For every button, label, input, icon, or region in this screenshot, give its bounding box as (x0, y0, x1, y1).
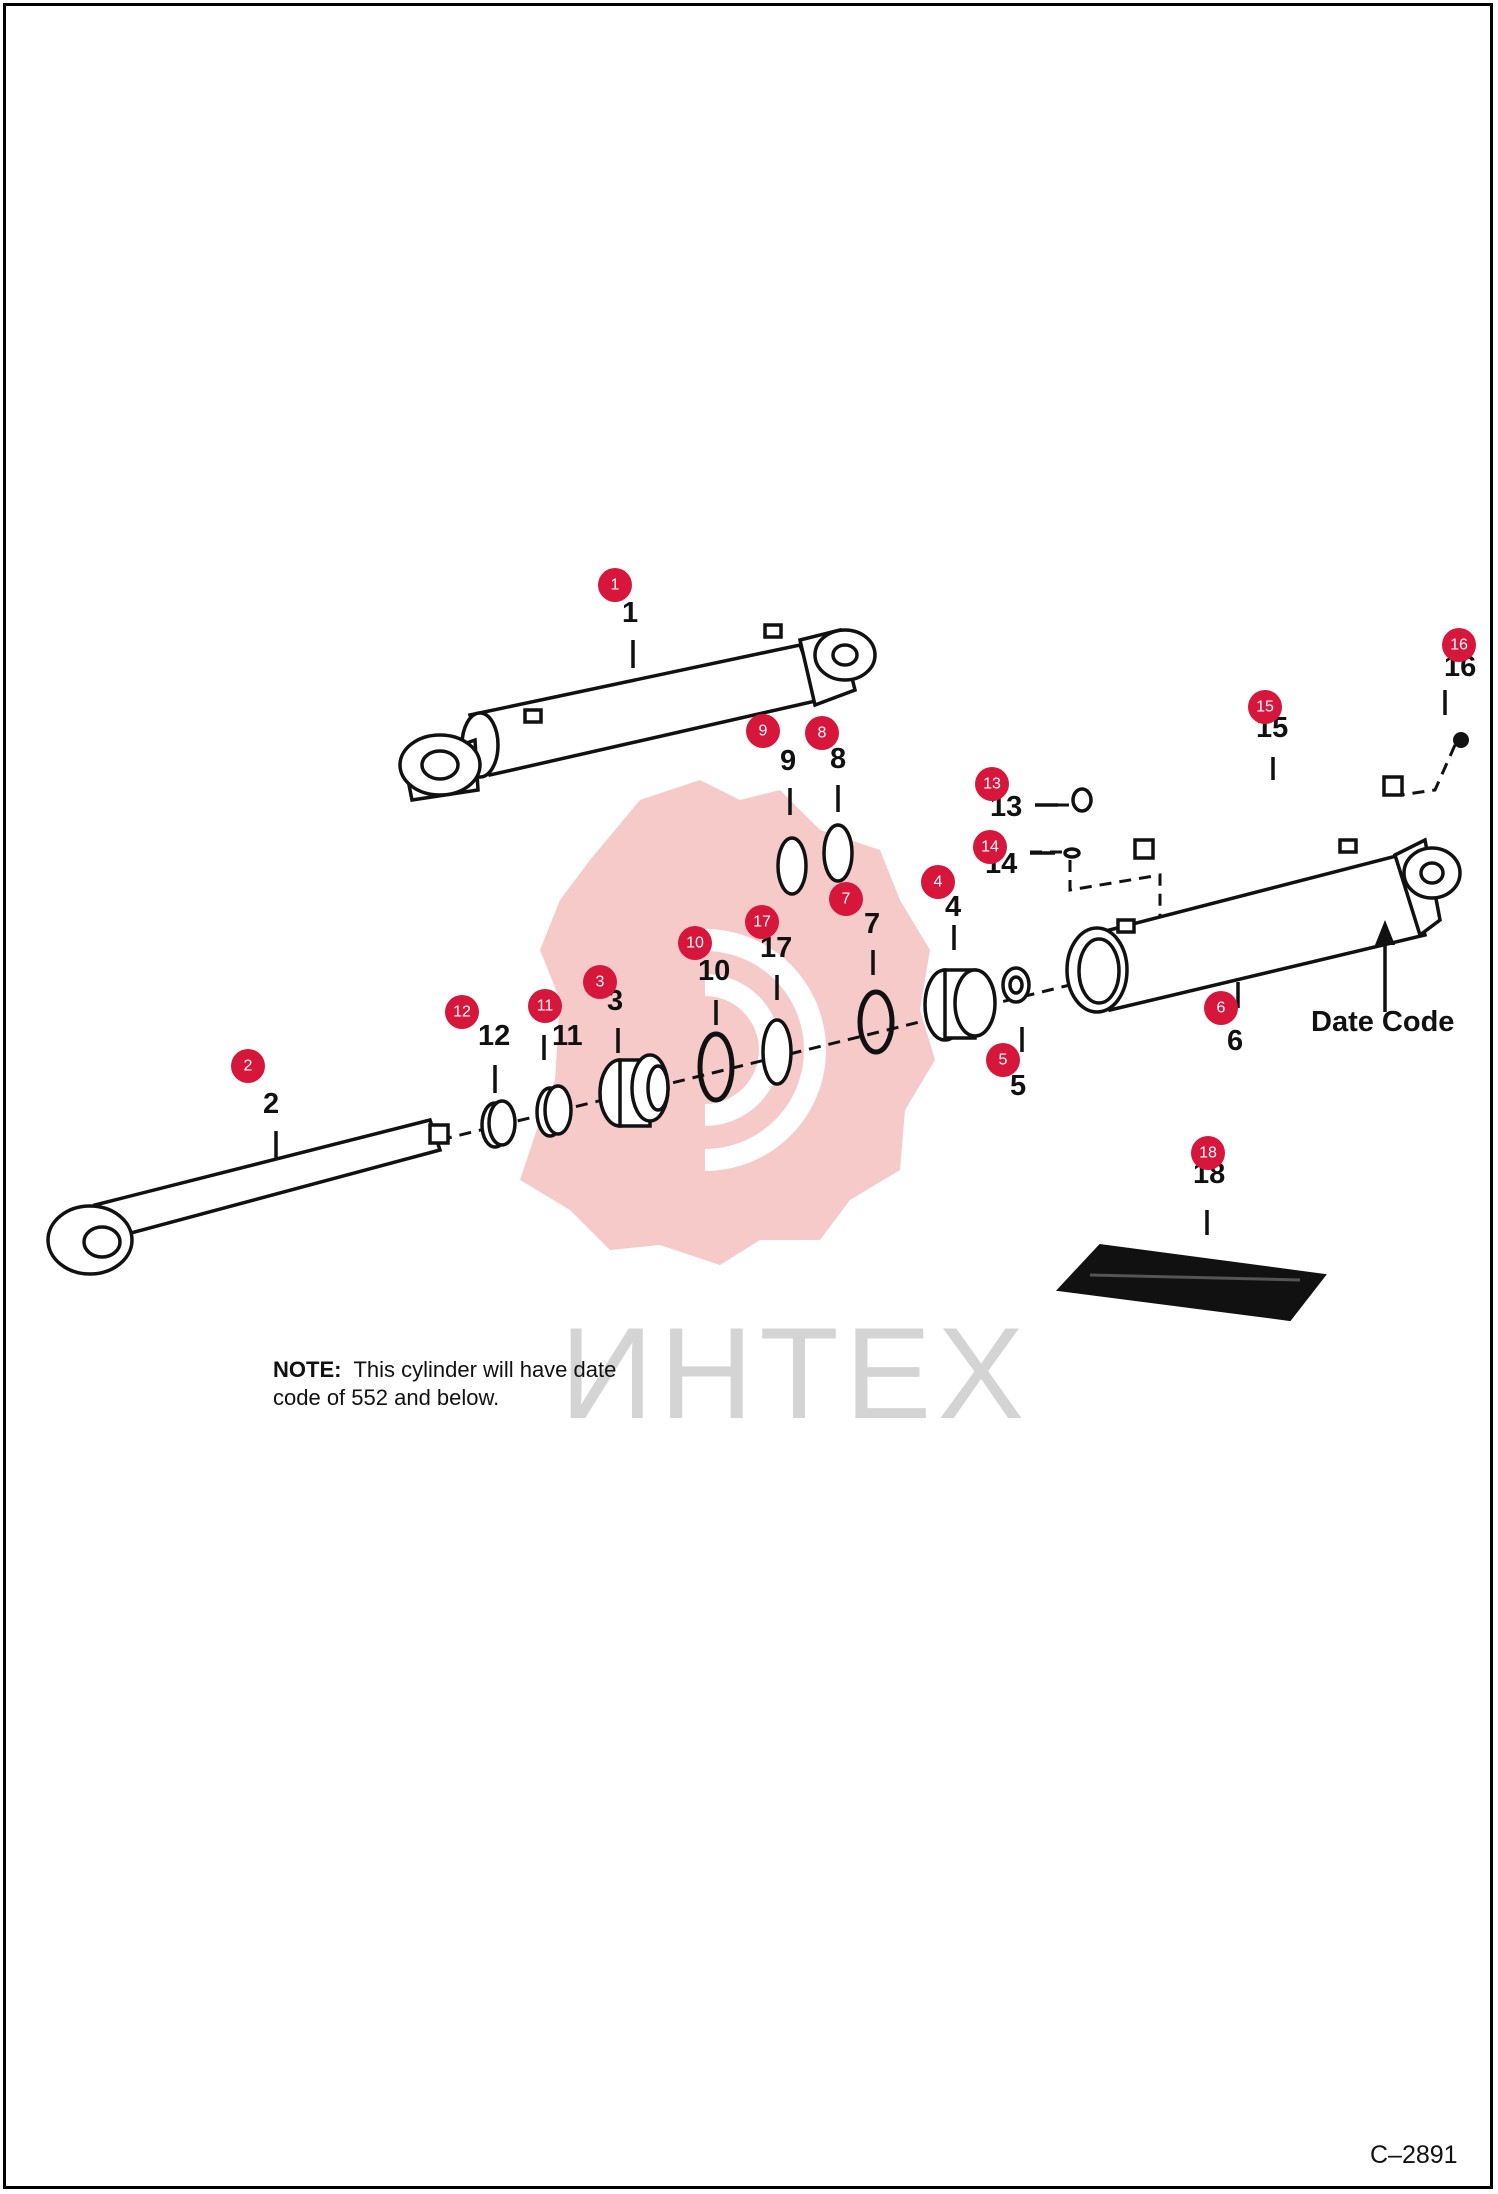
label-12: 12 (478, 1020, 510, 1052)
part-11-wiper (535, 1084, 573, 1138)
label-11: 11 (552, 1020, 583, 1052)
date-code-label: Date Code (1311, 1006, 1454, 1038)
note-line-1: This cylinder will have date (353, 1357, 616, 1382)
part-4-piston (923, 968, 997, 1042)
svg-text:16: 16 (1450, 637, 1468, 654)
watermark-text: ИНТЕХ (560, 1300, 1030, 1446)
badge-12[interactable]: 12 (445, 995, 479, 1029)
label-4: 4 (945, 891, 961, 923)
part-18-decal (1055, 1243, 1327, 1322)
note-block: NOTE: This cylinder will have date code o… (273, 1357, 616, 1410)
badge-6[interactable]: 6 (1204, 991, 1238, 1025)
badge-11[interactable]: 11 (528, 989, 562, 1023)
svg-text:9: 9 (759, 723, 768, 740)
part-16-fitting (1453, 732, 1469, 748)
svg-text:13: 13 (983, 776, 1001, 793)
label-5: 5 (1010, 1070, 1026, 1102)
badge-9[interactable]: 9 (746, 714, 780, 748)
label-1: 1 (622, 597, 638, 629)
label-7: 7 (864, 908, 880, 940)
part-12-seal (480, 1099, 517, 1149)
svg-text:5: 5 (999, 1052, 1008, 1069)
svg-text:7: 7 (842, 891, 851, 908)
badge-15[interactable]: 15 (1248, 690, 1282, 724)
part-5-nut (1001, 966, 1031, 1004)
label-10: 10 (698, 955, 730, 987)
svg-text:1: 1 (611, 577, 620, 594)
svg-text:12: 12 (453, 1004, 471, 1021)
badge-18[interactable]: 18 (1191, 1136, 1225, 1170)
svg-text:11: 11 (537, 998, 554, 1015)
part-labels: 1 2 3 4 5 6 7 8 9 10 11 12 13 14 15 16 1… (263, 597, 1476, 1190)
part-1-cylinder-assembly (398, 623, 877, 802)
label-9: 9 (780, 745, 796, 777)
note-line-2: code of 552 and below. (273, 1385, 499, 1410)
svg-text:6: 6 (1217, 1000, 1226, 1017)
part-2-piston-rod (46, 1117, 450, 1276)
badge-4[interactable]: 4 (921, 865, 955, 899)
part-10-ring (697, 1031, 735, 1103)
badge-8[interactable]: 8 (805, 716, 839, 750)
svg-text:NOTE:This cylinder will have d: NOTE: This cylinder will have date (273, 1357, 616, 1382)
badge-17[interactable]: 17 (745, 905, 779, 939)
badge-10[interactable]: 10 (678, 926, 712, 960)
badge-2[interactable]: 2 (231, 1049, 265, 1083)
badge-14[interactable]: 14 (973, 830, 1007, 864)
badge-13[interactable]: 13 (975, 767, 1009, 801)
svg-text:18: 18 (1199, 1145, 1217, 1162)
leader-lines (274, 640, 1447, 1235)
badge-3[interactable]: 3 (583, 965, 617, 999)
part-9-ring (776, 836, 808, 896)
part-badges: 1 2 3 4 5 6 7 8 9 10 11 12 13 14 15 16 1… (231, 568, 1476, 1170)
fitting-axis-16 (1399, 744, 1457, 797)
svg-text:4: 4 (934, 874, 943, 891)
svg-text:2: 2 (244, 1058, 253, 1075)
part-7-ring (857, 989, 895, 1055)
part-15-tube (1133, 752, 1404, 860)
label-8: 8 (830, 743, 846, 775)
badge-1[interactable]: 1 (598, 568, 632, 602)
date-code-arrow-icon (1375, 920, 1395, 945)
part-13-fitting (1071, 787, 1093, 813)
svg-text:10: 10 (686, 935, 704, 952)
tube-axis (1068, 860, 1162, 927)
badge-7[interactable]: 7 (829, 882, 863, 916)
note-prefix: NOTE: (273, 1357, 341, 1382)
part-3-cylinder-head (598, 1053, 670, 1128)
label-2: 2 (263, 1088, 279, 1120)
part-6-barrel (1065, 837, 1462, 1014)
part-17-oring (761, 1018, 793, 1086)
svg-text:8: 8 (818, 725, 827, 742)
svg-text:17: 17 (753, 914, 771, 931)
svg-text:15: 15 (1256, 699, 1274, 716)
figure-id: C–2891 (1370, 2141, 1458, 2169)
svg-text:3: 3 (596, 974, 605, 991)
part-8-ring (822, 823, 854, 883)
svg-text:14: 14 (981, 839, 999, 856)
label-6: 6 (1227, 1025, 1243, 1057)
badge-5[interactable]: 5 (986, 1043, 1020, 1077)
badge-16[interactable]: 16 (1442, 628, 1476, 662)
part-14-oring (1063, 847, 1081, 859)
